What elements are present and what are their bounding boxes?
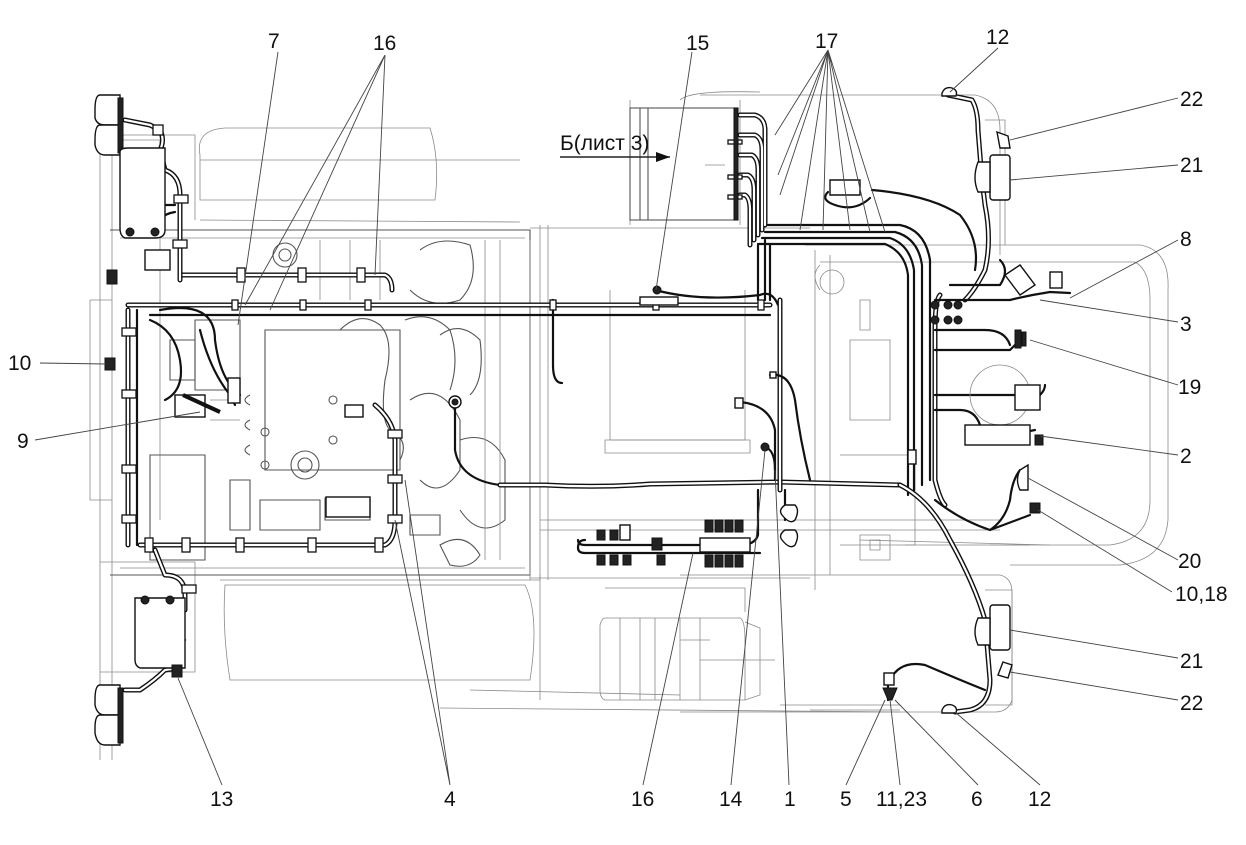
callout-1: 1 xyxy=(784,788,796,811)
callout-12-top: 12 xyxy=(986,26,1009,49)
callout-21-bottom: 21 xyxy=(1180,650,1203,673)
callout-14: 14 xyxy=(719,788,743,811)
callout-17: 17 xyxy=(815,30,838,53)
callout-4: 4 xyxy=(444,788,456,811)
callout-5: 5 xyxy=(840,788,852,811)
callout-9: 9 xyxy=(17,430,29,453)
callout-6: 6 xyxy=(971,788,983,811)
callout-labels: 7 16 15 17 12 22 21 8 3 19 2 20 10,18 21… xyxy=(8,26,1228,811)
callout-16-bottom: 16 xyxy=(631,788,654,811)
callout-20: 20 xyxy=(1178,550,1201,573)
callout-10-18: 10,18 xyxy=(1175,583,1228,606)
components xyxy=(94,86,1063,746)
callout-2: 2 xyxy=(1180,445,1192,468)
callout-7: 7 xyxy=(268,30,280,53)
callout-10-left: 10 xyxy=(8,352,31,375)
callout-13: 13 xyxy=(210,788,233,811)
engine-block xyxy=(149,240,506,567)
wiring-harnesses xyxy=(122,92,1072,715)
callout-16-top: 16 xyxy=(373,32,396,55)
view-b-label: Б(лист 3) xyxy=(560,132,649,155)
callout-19: 19 xyxy=(1178,376,1201,399)
callout-3: 3 xyxy=(1180,313,1192,336)
callout-21-top: 21 xyxy=(1180,154,1203,177)
harness-clamps xyxy=(121,124,765,594)
callout-11-23: 11,23 xyxy=(876,788,927,811)
leader-lines xyxy=(34,47,1179,786)
view-reference: Б(лист 3) xyxy=(560,132,670,162)
callout-15: 15 xyxy=(686,32,709,55)
chassis-outline xyxy=(89,91,1169,760)
callout-12-bottom: 12 xyxy=(1028,788,1051,811)
callout-22-top: 22 xyxy=(1180,88,1203,111)
callout-22-bottom: 22 xyxy=(1180,692,1203,715)
valve-bank xyxy=(576,519,762,568)
callout-8: 8 xyxy=(1180,228,1192,251)
view-b-arrowhead-icon xyxy=(656,152,670,162)
